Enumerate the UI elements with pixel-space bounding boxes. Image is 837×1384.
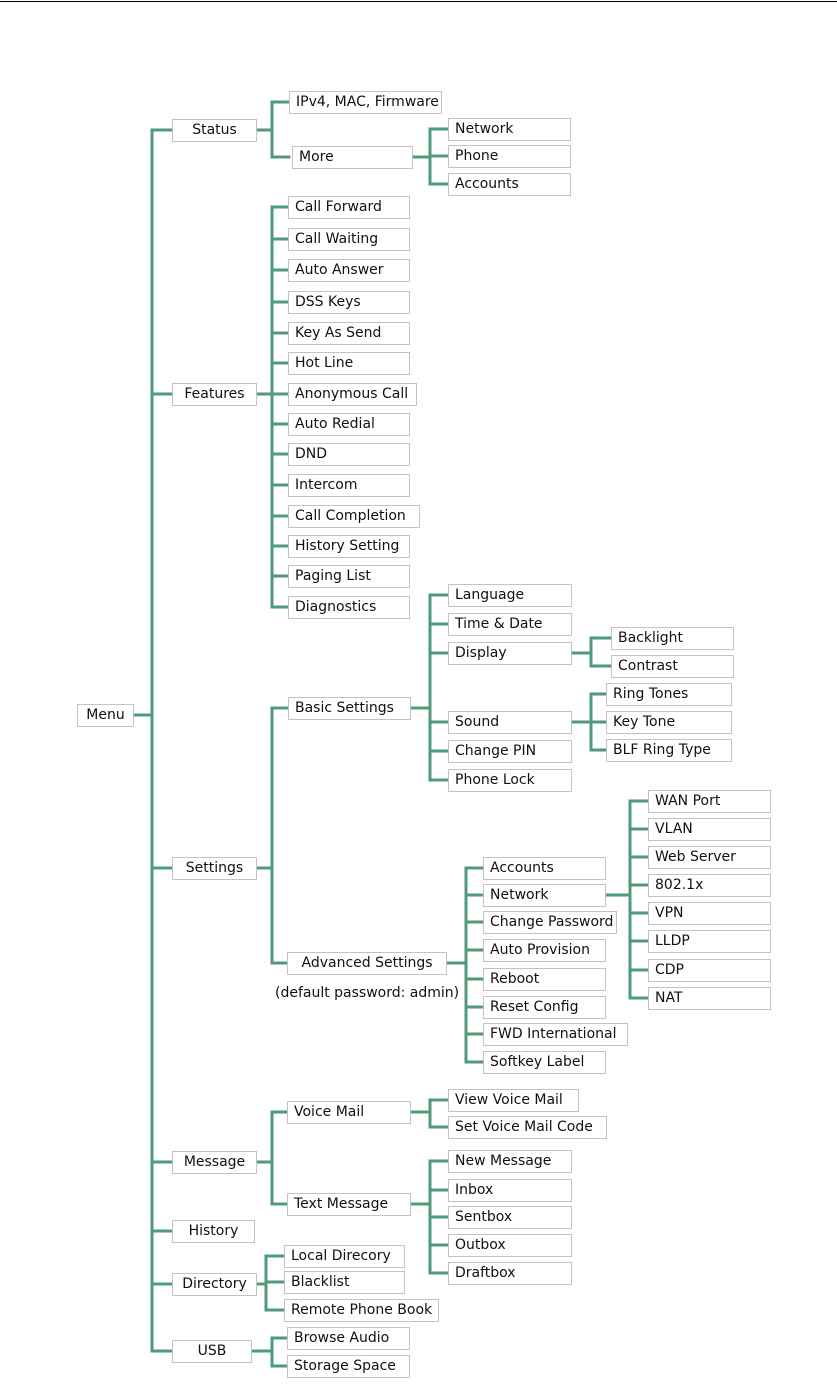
node-basic-settings: Basic Settings xyxy=(288,696,411,720)
node-inbox: Inbox xyxy=(448,1178,572,1202)
node-change-password: Change Password xyxy=(483,910,617,934)
node-accounts: Accounts xyxy=(448,172,571,196)
node-intercom: Intercom xyxy=(288,473,410,497)
node-status: Status xyxy=(172,118,257,142)
node-hot-line: Hot Line xyxy=(288,351,410,375)
node-view-voice-mail: View Voice Mail xyxy=(448,1088,579,1112)
node-history-setting: History Setting xyxy=(288,534,410,558)
node-lldp: LLDP xyxy=(648,929,771,953)
header-rule xyxy=(0,1,837,2)
node-web-server: Web Server xyxy=(648,845,771,869)
node-voice-mail: Voice Mail xyxy=(287,1100,411,1124)
node-accounts: Accounts xyxy=(483,856,606,880)
node-outbox: Outbox xyxy=(448,1233,572,1257)
node-draftbox: Draftbox xyxy=(448,1261,572,1285)
node-cdp: CDP xyxy=(648,958,771,982)
node-dss-keys: DSS Keys xyxy=(288,290,410,314)
advanced-settings-note: (default password: admin) xyxy=(275,985,460,1001)
node-anonymous-call: Anonymous Call xyxy=(288,382,417,406)
node-phone-lock: Phone Lock xyxy=(448,768,572,792)
node-menu: Menu xyxy=(77,703,134,727)
node-nat: NAT xyxy=(648,986,771,1010)
node-time-date: Time & Date xyxy=(448,612,572,636)
node-paging-list: Paging List xyxy=(288,564,410,588)
node-sentbox: Sentbox xyxy=(448,1205,572,1229)
node-more: More xyxy=(292,145,413,169)
node-key-as-send: Key As Send xyxy=(288,321,410,345)
node-auto-provision: Auto Provision xyxy=(483,938,606,962)
node-call-completion: Call Completion xyxy=(288,504,420,528)
node-text-message: Text Message xyxy=(287,1192,411,1216)
node-browse-audio: Browse Audio xyxy=(287,1326,410,1350)
node-features: Features xyxy=(172,382,257,406)
node-storage-space: Storage Space xyxy=(287,1354,410,1378)
node-message: Message xyxy=(172,1150,257,1174)
node-phone: Phone xyxy=(448,144,571,168)
node-backlight: Backlight xyxy=(611,626,734,650)
node-ipv4-mac-firmware: IPv4, MAC, Firmware xyxy=(289,90,442,114)
node-softkey-label: Softkey Label xyxy=(483,1050,606,1074)
node-history: History xyxy=(172,1219,255,1243)
node-reset-config: Reset Config xyxy=(483,995,606,1019)
node-vlan: VLAN xyxy=(648,817,771,841)
node-directory: Directory xyxy=(172,1272,257,1296)
node-key-tone: Key Tone xyxy=(606,710,732,734)
node-sound: Sound xyxy=(448,710,572,734)
node-blacklist: Blacklist xyxy=(284,1270,405,1294)
node-auto-answer: Auto Answer xyxy=(288,258,410,282)
node-network: Network xyxy=(448,117,571,141)
node-settings: Settings xyxy=(172,856,257,880)
node-call-forward: Call Forward xyxy=(288,195,410,219)
node-contrast: Contrast xyxy=(611,654,734,678)
node-remote-phone-book: Remote Phone Book xyxy=(284,1298,439,1322)
node-usb: USB xyxy=(172,1339,252,1363)
node-vpn: VPN xyxy=(648,901,771,925)
node-blf-ring-type: BLF Ring Type xyxy=(606,738,732,762)
node-wan-port: WAN Port xyxy=(648,789,771,813)
node-display: Display xyxy=(448,641,572,665)
node-ring-tones: Ring Tones xyxy=(606,682,732,706)
node-dnd: DND xyxy=(288,442,410,466)
node-auto-redial: Auto Redial xyxy=(288,412,410,436)
node-reboot: Reboot xyxy=(483,967,606,991)
node-fwd-international: FWD International xyxy=(483,1022,628,1046)
node-802-1x: 802.1x xyxy=(648,873,771,897)
node-new-message: New Message xyxy=(448,1149,572,1173)
node-language: Language xyxy=(448,583,572,607)
node-advanced-settings: Advanced Settings xyxy=(287,951,447,975)
node-change-pin: Change PIN xyxy=(448,739,572,763)
node-network: Network xyxy=(483,883,606,907)
node-set-voice-mail-code: Set Voice Mail Code xyxy=(448,1115,607,1139)
node-local-direcory: Local Direcory xyxy=(284,1244,405,1268)
node-diagnostics: Diagnostics xyxy=(288,595,410,619)
node-call-waiting: Call Waiting xyxy=(288,227,410,251)
